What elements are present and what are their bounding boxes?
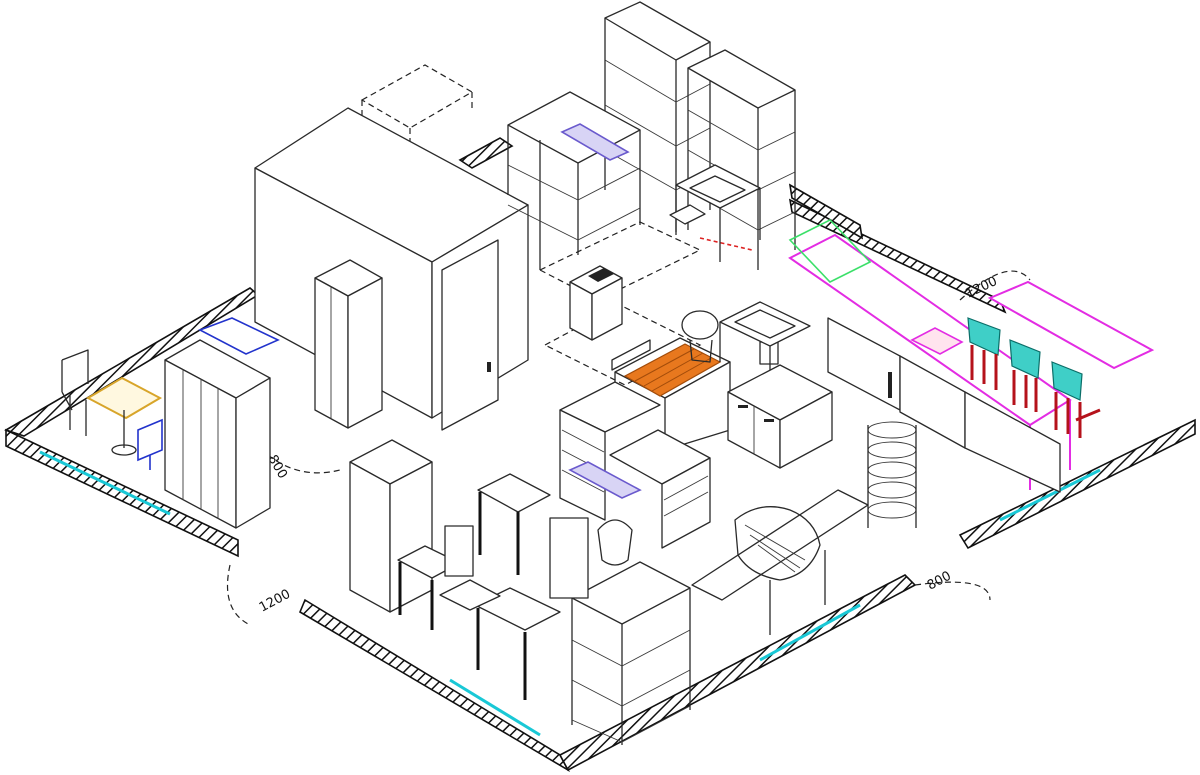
dishwasher xyxy=(569,265,623,341)
staff-lockers xyxy=(314,259,383,429)
chair-left xyxy=(61,349,89,436)
window-bottom-left xyxy=(449,678,541,737)
door-arc-bottom-right xyxy=(914,581,991,601)
dim-bottom-right: 800 xyxy=(925,569,954,594)
walls xyxy=(4,137,1196,773)
planetary-mixer xyxy=(549,517,633,599)
hand-sink-center xyxy=(719,301,811,390)
stool-2 xyxy=(1009,339,1041,412)
tall-cabinets xyxy=(164,339,271,529)
stool-3 xyxy=(1051,361,1101,438)
rack-shelving-bottom xyxy=(571,561,691,745)
bar-counter xyxy=(788,219,1155,493)
chair-right xyxy=(137,418,163,470)
uv-lamp-center xyxy=(568,461,642,499)
wall-left-front xyxy=(5,428,239,558)
window-left xyxy=(39,450,171,516)
refrigerated-counter-center xyxy=(727,364,833,469)
door-handle xyxy=(487,362,491,372)
display-case xyxy=(788,219,872,283)
window-right xyxy=(999,468,1101,522)
rack-shelving-top xyxy=(507,1,796,270)
chair-cabinets xyxy=(198,317,280,355)
bakery-trolley xyxy=(867,421,917,528)
window-bottom-right xyxy=(759,603,861,662)
sink-top-right xyxy=(669,164,761,262)
bar-high-top xyxy=(987,280,1155,370)
upright-freezer xyxy=(349,439,433,613)
door-arc-top-right xyxy=(959,270,1031,301)
uv-lamp-top xyxy=(560,123,630,161)
wall-back-left xyxy=(458,137,514,169)
tray-racks xyxy=(559,381,711,549)
staff-table xyxy=(61,317,280,470)
table-top xyxy=(85,376,163,420)
wall-back-short xyxy=(788,183,864,240)
bar-stools xyxy=(967,317,1101,438)
sink-tables-bottom xyxy=(397,473,561,700)
cash-register xyxy=(910,327,964,355)
dim-bottom-left: 1200 xyxy=(257,587,293,616)
cold-room-door xyxy=(441,239,499,431)
door-arc-bottom-left xyxy=(226,564,251,626)
grill-station xyxy=(611,337,731,451)
stool-1 xyxy=(967,317,1001,390)
wall-right-front xyxy=(958,418,1196,550)
dimension-red-mark xyxy=(699,237,753,251)
